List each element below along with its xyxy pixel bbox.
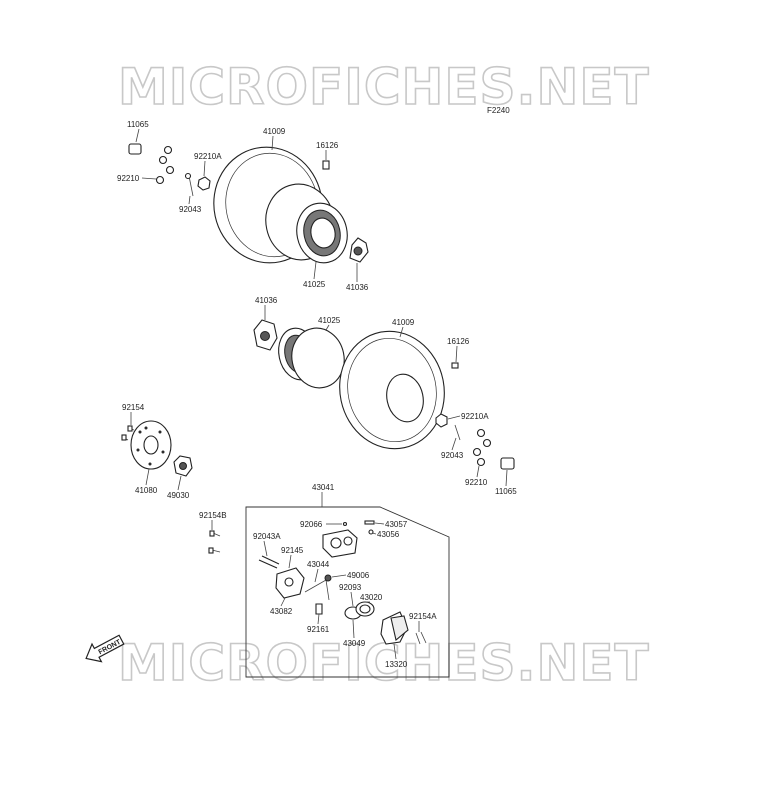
part-label: 92043 bbox=[179, 205, 202, 214]
part-label: 92154A bbox=[409, 612, 437, 621]
disc-bolts bbox=[121, 425, 135, 441]
part-label: 13320 bbox=[385, 660, 408, 669]
middle-lug-nuts bbox=[435, 362, 515, 470]
part-label: 43049 bbox=[343, 639, 366, 648]
part-label: 43044 bbox=[307, 560, 330, 569]
top-hub bbox=[349, 237, 369, 263]
part-label: 43057 bbox=[385, 520, 408, 529]
middle-tire bbox=[339, 330, 445, 450]
brake-pads bbox=[380, 611, 409, 645]
part-label: 92043A bbox=[253, 532, 281, 541]
watermark-bottom: MICROFICHES.NET bbox=[118, 634, 650, 692]
part-label: 41025 bbox=[303, 280, 326, 289]
part-label: 92093 bbox=[339, 583, 362, 592]
part-label: 92154B bbox=[199, 511, 227, 520]
part-label: 43041 bbox=[312, 483, 335, 492]
part-label: 43056 bbox=[377, 530, 400, 539]
part-label: 49006 bbox=[347, 571, 370, 580]
part-label: 92066 bbox=[300, 520, 323, 529]
part-label: 43020 bbox=[360, 593, 383, 602]
piston-and-seals bbox=[344, 601, 375, 620]
part-label: 16126 bbox=[316, 141, 339, 150]
part-label: 92210A bbox=[194, 152, 222, 161]
part-label: 11065 bbox=[127, 120, 149, 129]
top-rim bbox=[296, 202, 348, 264]
part-label: 41036 bbox=[346, 283, 369, 292]
part-label: 11065 bbox=[495, 487, 517, 496]
figure-code: F2240 bbox=[487, 106, 510, 115]
middle-hub bbox=[253, 319, 278, 351]
middle-rim bbox=[278, 327, 345, 389]
part-label: 92210 bbox=[117, 174, 140, 183]
part-label: 92210 bbox=[465, 478, 488, 487]
part-label: 92154 bbox=[122, 403, 145, 412]
brake-disc bbox=[130, 420, 172, 470]
caliper-bracket bbox=[275, 567, 330, 601]
caliper-body bbox=[322, 529, 358, 558]
part-label: 92210A bbox=[461, 412, 489, 421]
part-label: 41025 bbox=[318, 316, 341, 325]
part-label: 41080 bbox=[135, 486, 158, 495]
part-label: 41036 bbox=[255, 296, 278, 305]
part-label: 49030 bbox=[167, 491, 190, 500]
part-label: 16126 bbox=[447, 337, 470, 346]
part-label: 92043 bbox=[441, 451, 464, 460]
part-label: 92145 bbox=[281, 546, 304, 555]
part-label: 41009 bbox=[263, 127, 286, 136]
small-caliper-parts bbox=[208, 520, 427, 645]
part-label: 43082 bbox=[270, 607, 293, 616]
wheel-hub-49030 bbox=[173, 455, 193, 477]
top-lug-nuts bbox=[128, 143, 330, 197]
watermark-top: MICROFICHES.NET bbox=[118, 58, 650, 116]
part-label: 41009 bbox=[392, 318, 415, 327]
caliper-assembly-frame bbox=[245, 506, 450, 678]
part-label: 92161 bbox=[307, 625, 330, 634]
